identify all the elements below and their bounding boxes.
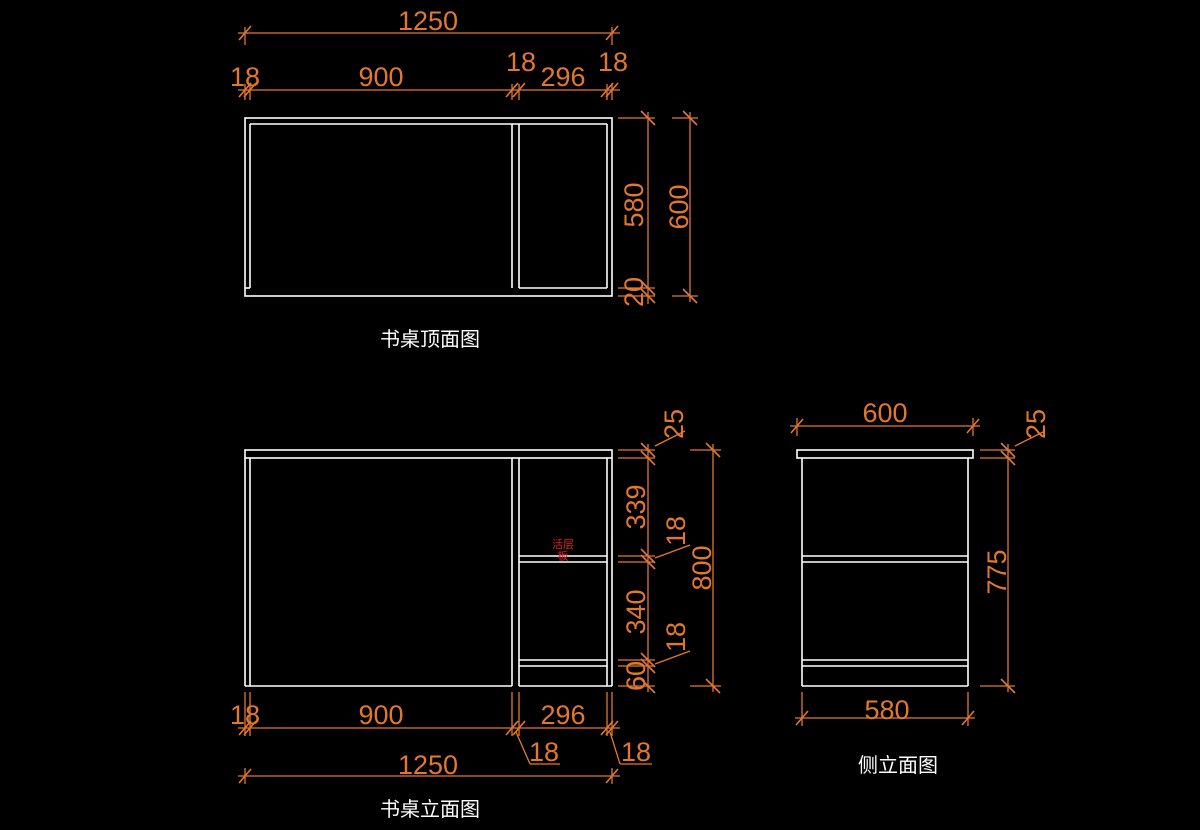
front-view-title: 书桌立面图 [380,797,480,821]
side-dim-body-height-label: 775 [982,549,1012,594]
front-view-outline [244,449,613,687]
front-dim-overall-width: 1250 [238,750,620,784]
top-view-title: 书桌顶面图 [380,327,480,351]
front-dim-plinth-label: 60 [621,661,651,691]
top-dim-depth-inner: 580 20 [618,110,656,307]
front-dim-upper-space-label: 339 [621,484,651,529]
top-dim-overall-depth-label: 600 [664,184,694,229]
side-dim-height: 25 775 [980,409,1051,694]
side-dim-overall-depth-label: 600 [862,398,907,428]
top-dim-inner-depth-label: 580 [619,182,649,227]
front-dim-top-board-label: 25 [659,409,689,439]
side-view: 600 25 775 580 侧立面图 [790,398,1051,777]
side-dim-top-board-label: 25 [1021,409,1051,439]
top-dim-depth-overall: 600 [664,110,698,304]
front-dim-cabinet-span-label: 296 [540,700,585,730]
front-dim-middle-panel-label: 18 [529,737,559,767]
front-dim-bottom-shelf-label: 18 [661,622,691,652]
front-dim-right-panel-label: 18 [621,737,651,767]
top-dim-right-panel-label: 18 [598,47,628,77]
top-view-outline [244,117,613,297]
top-dim-left-panel-label: 18 [230,62,260,92]
side-dim-body-depth-label: 580 [864,695,909,725]
front-dim-left-panel-label: 18 [230,700,260,730]
front-dim-height-chain: 25 339 18 340 18 60 [618,409,691,694]
top-dim-cabinet-span-label: 296 [540,62,585,92]
front-dim-main-span-label: 900 [358,700,403,730]
front-dim-overall-width-label: 1250 [398,750,458,780]
front-dim-lower-space-label: 340 [621,589,651,634]
top-dim-back-panel-label: 20 [619,277,649,307]
top-dim-overall-width: 1250 [238,6,620,45]
side-dim-body-depth: 580 [795,692,975,726]
side-dim-overall-depth: 600 [790,398,980,436]
top-dim-middle-panel-label: 18 [506,47,536,77]
top-dim-overall-width-label: 1250 [398,6,458,36]
top-dim-segments: 18 900 18 296 18 [230,47,628,100]
front-dim-shelf-label: 18 [661,516,691,546]
top-view: 1250 18 900 18 296 18 [230,6,698,351]
side-view-title: 侧立面图 [858,753,938,777]
front-view: 活层板 25 339 18 340 18 60 [230,409,721,821]
top-dim-main-span-label: 900 [358,62,403,92]
front-view-note: 活层板 [552,538,574,563]
front-dim-overall-height-label: 800 [687,545,717,590]
front-dim-segments: 18 900 296 18 18 [230,692,652,767]
front-dim-overall-height: 800 [687,442,721,694]
side-view-outline [796,449,974,687]
